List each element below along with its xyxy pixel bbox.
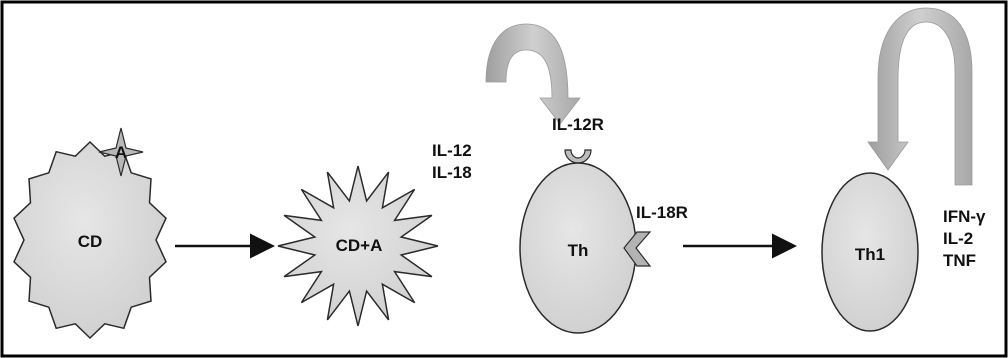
il18r-label: IL-18R: [636, 203, 688, 222]
cytokine-out-label: TNF: [943, 251, 976, 270]
antigen-label: A: [115, 143, 127, 162]
cytokine-out-label: IL-2: [943, 229, 973, 248]
cd-label: CD: [78, 232, 103, 251]
th1-label: Th1: [855, 245, 885, 264]
cda-label: CD+A: [336, 236, 383, 255]
cytokine-in-label: IL-18: [432, 163, 472, 182]
cytokine-out-label: IFN-γ: [943, 207, 986, 226]
il12r-label: IL-12R: [552, 115, 604, 134]
cytokine-in-label: IL-12: [432, 141, 472, 160]
th-label: Th: [568, 241, 589, 260]
